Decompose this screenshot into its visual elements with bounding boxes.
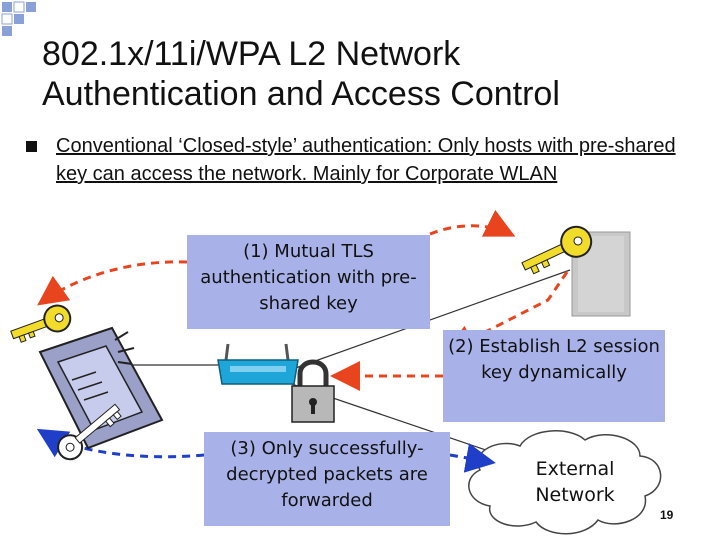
red-arrow-right <box>429 209 516 237</box>
bullet-text: Conventional ‘Closed-style’ authenticati… <box>56 135 676 185</box>
cloud-label: External Network <box>535 458 615 506</box>
blue-arrow-right <box>449 443 496 473</box>
red-arrow-server <box>444 271 569 353</box>
step3-label: (3) Only successfully-decrypted packets … <box>204 432 450 526</box>
slide-title: 802.1x/11i/WPA L2 Network Authentication… <box>42 35 560 113</box>
blue-arrow-left <box>36 428 205 459</box>
gold-key-icon <box>10 304 72 343</box>
corner-squares-icon <box>1 1 36 36</box>
bullet-square-icon <box>26 141 37 152</box>
page-number: 19 <box>660 508 674 522</box>
silver-key-icon <box>57 403 122 461</box>
red-arrow-left <box>37 260 188 306</box>
step2-label: (2) Establish L2 session key dynamically <box>443 330 665 422</box>
step1-label: (1) Mutual TLS authentication with pre-s… <box>187 235 430 329</box>
laptop-icon <box>38 326 164 450</box>
padlock-icon <box>291 359 335 423</box>
gold-key-icon <box>521 225 593 275</box>
access-point-icon <box>217 343 299 385</box>
cloud-icon <box>468 430 662 535</box>
